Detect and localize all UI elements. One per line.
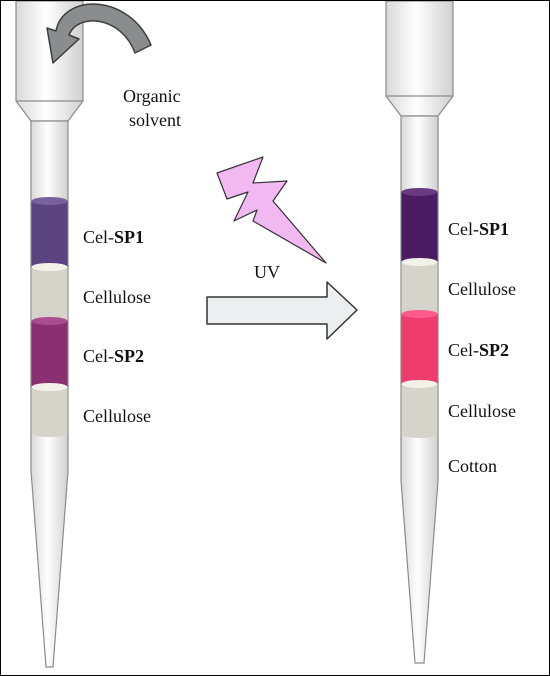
right-band-4-bottom: [401, 430, 438, 438]
left-band-1: [31, 197, 68, 271]
left-band-3-top: [31, 317, 68, 325]
left-label-cel-sp2: Cel-SP2: [83, 346, 145, 366]
right-label-cellulose-1: Cellulose: [448, 279, 516, 299]
left-label-cel-sp1: Cel-SP1: [83, 227, 145, 247]
left-band-1-body: [31, 201, 68, 267]
left-band-2-body: [31, 267, 68, 321]
right-band-3-body: [401, 314, 438, 384]
solvent-label: solvent: [129, 110, 181, 130]
right-label-cel-sp1: Cel-SP1: [448, 219, 510, 239]
left-band-3: [31, 317, 68, 391]
right-band-3-top: [401, 310, 438, 318]
right-band-2-top: [401, 258, 438, 266]
right-band-4-top: [401, 380, 438, 388]
right-tube: [385, 1, 454, 664]
left-label-cellulose-1: Cellulose: [83, 287, 151, 307]
right-band-4: [401, 380, 438, 438]
right-label-cel-sp2: Cel-SP2: [448, 340, 510, 360]
left-band-4-bottom: [31, 429, 68, 437]
right-tube-reservoir: [385, 1, 454, 117]
left-label-cellulose-2: Cellulose: [83, 406, 151, 426]
right-band-4-body: [401, 384, 438, 434]
uv-label: UV: [254, 262, 280, 282]
left-band-4-body: [31, 387, 68, 433]
right-band-1-body: [401, 192, 438, 262]
right-band-1-top: [401, 188, 438, 196]
right-label-cotton: Cotton: [448, 456, 498, 476]
left-band-2-top: [31, 263, 68, 271]
left-band-3-body: [31, 321, 68, 387]
organic-label: Organic: [123, 86, 181, 106]
right-arrow-icon: [206, 281, 358, 340]
left-tube: [15, 1, 84, 668]
right-band-2: [401, 258, 438, 318]
right-band-3: [401, 310, 438, 388]
right-label-cellulose-2: Cellulose: [448, 401, 516, 421]
left-band-4: [31, 383, 68, 437]
lightning-bolt-icon: [216, 156, 327, 264]
right-band-2-body: [401, 262, 438, 314]
right-band-1: [401, 188, 438, 266]
left-band-1-top: [31, 197, 68, 205]
left-band-2: [31, 263, 68, 325]
curved-arrow-icon: [46, 3, 152, 64]
left-band-4-top: [31, 383, 68, 391]
